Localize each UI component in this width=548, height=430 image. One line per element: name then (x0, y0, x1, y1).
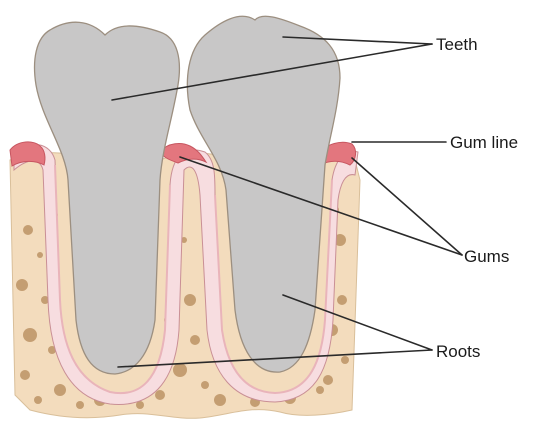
roots-label: Roots (436, 342, 480, 361)
gums-label: Gums (464, 247, 509, 266)
teeth-label: Teeth (436, 35, 478, 54)
gum-line-label: Gum line (450, 133, 518, 152)
gums-leader-right (352, 158, 462, 255)
